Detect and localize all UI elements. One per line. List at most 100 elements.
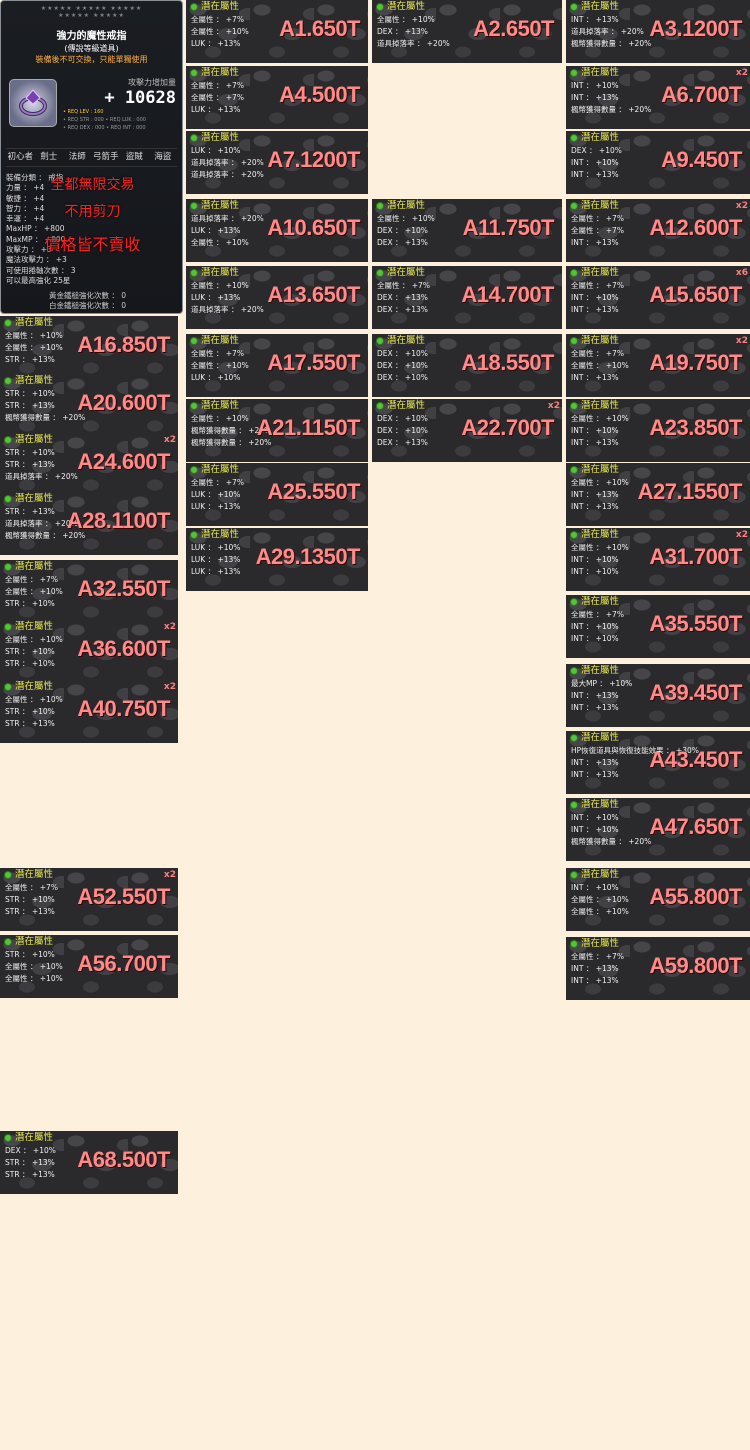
potential-line: 道具掉落率 ： +20%: [191, 158, 264, 167]
price-label: A52.550T: [77, 884, 170, 909]
potential-lines: LUK ： +10%道具掉落率 ： +20%道具掉落率 ： +20%: [191, 145, 264, 181]
potential-title: 潛在屬性: [201, 529, 240, 540]
potential-line: DEX ： +10%: [571, 146, 622, 155]
price-label: A15.650T: [649, 282, 742, 307]
price-label: A21.1150T: [256, 415, 361, 440]
potential-line: INT ： +13%: [571, 93, 619, 102]
quantity-badge: x2: [163, 870, 176, 880]
potential-grade-icon: [4, 683, 12, 691]
potential-card-a21: 潛在屬性全屬性 ： +10%楓幣獲得數量 ： +20%楓幣獲得數量 ： +20%…: [186, 399, 368, 462]
potential-line: STR ： +10%: [5, 448, 55, 457]
potential-card-a1: 潛在屬性全屬性 ： +7%全屬性 ： +10%LUK ： +13%A1.650T: [186, 0, 368, 63]
potential-card-a11: 潛在屬性全屬性 ： +10%DEX ： +10%DEX ： +13% A11.75…: [372, 199, 562, 262]
potential-line: INT ： +10%: [571, 883, 619, 892]
potential-line: 全屬性 ： +7%: [571, 214, 624, 223]
potential-line: 全屬性 ： +10%: [191, 281, 249, 290]
potential-title: 潛在屬性: [15, 936, 54, 947]
price-label: A23.850T: [649, 415, 742, 440]
potential-line: 楓幣獲得數量 ： +20%: [5, 413, 86, 422]
potential-line: INT ： +13%: [571, 976, 619, 985]
potential-title: 潛在屬性: [201, 267, 240, 278]
quantity-badge: x2: [735, 201, 748, 211]
hammer-enhance: 黃金鐵槌強化次數 ： 0 白金鐵槌強化次數 ： 0: [49, 291, 126, 311]
potential-grade-icon: [4, 871, 12, 879]
potential-title: 潛在屬性: [581, 132, 620, 143]
potential-line: DEX ： +10%: [377, 426, 428, 435]
potential-title: 潛在屬性: [581, 200, 620, 211]
potential-line: 全屬性 ： +10%: [571, 361, 629, 370]
potential-grade-icon: [570, 667, 578, 675]
note-tradeable: 全都無限交易: [50, 177, 135, 193]
potential-grade-icon: [4, 495, 12, 503]
potential-lines: 全屬性 ： +7%INT ： +10%INT ： +10%: [571, 609, 624, 645]
potential-grade-icon: [570, 269, 578, 277]
potential-card-a31: 潛在屬性全屬性 ： +10%INT ： +10%INT ： +10%A31.70…: [566, 528, 750, 591]
potential-line: 全屬性 ： +7%: [5, 883, 58, 892]
potential-line: 全屬性 ： +10%: [377, 15, 435, 24]
potential-grade-icon: [570, 466, 578, 474]
price-label: A17.550T: [267, 350, 360, 375]
potential-line: STR ： +13%: [5, 460, 55, 469]
potential-lines: DEX ： +10%INT ： +10%INT ： +13%: [571, 145, 622, 181]
potential-lines: STR ： +13%道具掉落率 ： +20%楓幣獲得數量 ： +20%: [5, 506, 85, 542]
potential-line: 全屬性 ： +10%: [5, 695, 63, 704]
potential-grade-icon: [570, 202, 578, 210]
potential-lines: DEX ： +10%DEX ： +10%DEX ： +10%: [377, 348, 428, 384]
potential-grade-icon: [4, 623, 12, 631]
potential-lines: DEX ： +10%STR ： +13%STR ： +13%: [5, 1145, 56, 1181]
potential-grade-icon: [190, 531, 198, 539]
price-label: A10.650T: [267, 215, 360, 240]
potential-title: 潛在屬性: [15, 375, 54, 386]
price-label: A11.750T: [462, 215, 555, 240]
potential-title: 潛在屬性: [581, 67, 620, 78]
potential-title: 潛在屬性: [387, 1, 426, 12]
potential-lines: 全屬性 ： +7%LUK ： +10%LUK ： +13%: [191, 477, 244, 513]
price-label: A39.450T: [649, 680, 742, 705]
potential-title: 潛在屬性: [581, 335, 620, 346]
potential-lines: 全屬性 ： +10%INT ： +10%INT ： +10%: [571, 542, 629, 578]
potential-line: INT ： +13%: [571, 15, 619, 24]
stat-line: 力量 ： +4: [6, 183, 45, 193]
potential-line: DEX ： +10%: [5, 1146, 56, 1155]
potential-line: 道具掉落率 ： +20%: [571, 27, 644, 36]
price-label: A68.500T: [77, 1147, 170, 1172]
potential-line: LUK ： +10%: [191, 543, 241, 552]
potential-line: INT ： +10%: [571, 622, 619, 631]
potential-line: 全屬性 ： +7%: [191, 478, 244, 487]
job-beginner: 初心者: [7, 152, 33, 162]
stat-line: 幸運 ： +4: [6, 214, 45, 224]
potential-title: 潛在屬性: [581, 732, 620, 743]
potential-title: 潛在屬性: [581, 1, 620, 12]
price-label: A59.800T: [649, 953, 742, 978]
gold-hammer-count: 黃金鐵槌強化次數 ： 0: [49, 291, 127, 300]
potential-title: 潛在屬性: [387, 200, 426, 211]
potential-line: 全屬性 ： +10%: [5, 974, 63, 983]
potential-line: 全屬性 ： +10%: [191, 238, 249, 247]
potential-line: LUK ： +13%: [191, 293, 241, 302]
potential-line: 楓幣獲得數量 ： +20%: [571, 39, 652, 48]
potential-line: INT ： +10%: [571, 555, 619, 564]
potential-line: 全屬性 ： +10%: [5, 331, 63, 340]
potential-grade-icon: [190, 402, 198, 410]
potential-title: 潛在屬性: [201, 464, 240, 475]
potential-line: INT ： +13%: [571, 238, 619, 247]
stat-line: 魔法攻擊力 ： +3: [6, 255, 67, 265]
potential-grade-icon: [570, 69, 578, 77]
potential-line: INT ： +10%: [571, 81, 619, 90]
stat-line: 敏捷 ： +4: [6, 193, 45, 203]
potential-line: 全屬性 ： +10%: [191, 414, 249, 423]
potential-lines: 全屬性 ： +7%全屬性 ： +10%LUK ： +13%: [191, 14, 249, 50]
potential-lines: 全屬性 ： +10%DEX ： +10%DEX ： +13%: [377, 213, 435, 249]
potential-card-a40: 潛在屬性全屬性 ： +10%STR ： +10%STR ： +13%A40.75…: [0, 680, 178, 743]
potential-card-a17: 潛在屬性全屬性 ： +7%全屬性 ： +10%LUK ： +10%A17.550…: [186, 334, 368, 397]
potential-line: INT ： +13%: [571, 770, 619, 779]
quantity-badge: x6: [735, 268, 748, 278]
potential-lines: 全屬性 ： +7%STR ： +10%STR ： +13%: [5, 882, 58, 918]
potential-grade-icon: [190, 134, 198, 142]
stat-line: MaxMP ： +800: [6, 234, 66, 244]
potential-line: LUK ： +13%: [191, 567, 241, 576]
item-grade: (傳說等級道具): [64, 44, 119, 53]
